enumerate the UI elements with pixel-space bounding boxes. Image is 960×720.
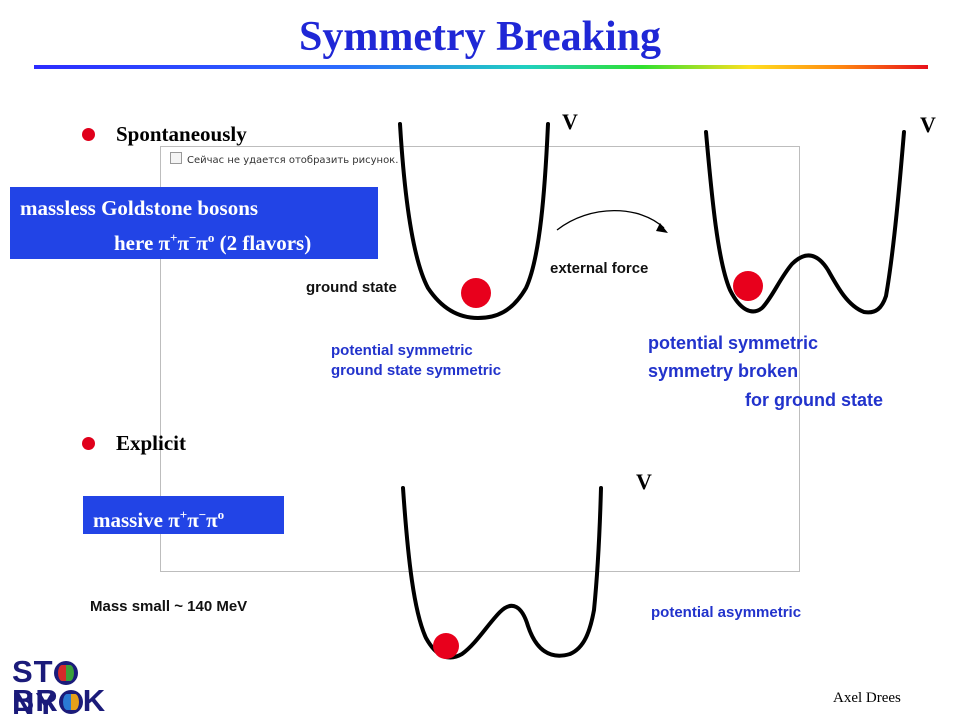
external-force-arrow — [556, 209, 665, 231]
pion-minus-charge: − — [198, 507, 207, 522]
broken-caption-line-1: potential symmetric — [648, 333, 819, 353]
pion-symbol: π — [168, 508, 180, 532]
external-force-arrowhead — [656, 223, 668, 233]
pion-neutral-charge: o — [207, 230, 215, 245]
bullet-spontaneous: Spontaneously — [116, 122, 247, 146]
broken-image-icon — [170, 152, 182, 164]
broken-caption-line-2: symmetry broken — [648, 361, 799, 381]
slide-title: Symmetry Breaking — [298, 14, 662, 60]
ball-symmetric-ground-state — [461, 278, 491, 308]
pion-minus-charge: − — [188, 230, 197, 245]
pion-symbol: π — [206, 508, 218, 532]
image-placeholder-frame — [160, 146, 800, 572]
pion-symbol: π — [177, 231, 189, 255]
image-placeholder-message: Сейчас не удается отобразить рисунок. — [170, 152, 398, 166]
massive-pions-text: massive π+π−πo — [93, 502, 224, 533]
symmetric-caption: potential symmetric ground state symmetr… — [331, 341, 501, 381]
title-rainbow-underline — [34, 65, 928, 69]
bullet-explicit: Explicit — [116, 431, 187, 455]
asymmetric-caption: potential asymmetric — [651, 604, 802, 621]
goldstone-line-1: massless Goldstone bosons — [20, 196, 259, 220]
asymmetric-potential-curve — [401, 486, 603, 660]
potential-axis-label: V — [636, 469, 652, 494]
goldstone-bosons-box: massless Goldstone bosons here π+π−πo (2… — [10, 187, 378, 259]
goldstone-line-2-suffix: (2 flavors) — [214, 231, 312, 255]
ground-state-label: ground state — [306, 279, 397, 296]
caption-line: potential symmetric — [331, 342, 473, 359]
pion-symbol: π — [158, 231, 171, 255]
pion-symbol: π — [196, 231, 208, 255]
image-placeholder-text: Сейчас не удается отобразить рисунок. — [187, 155, 399, 166]
ball-broken-ground-state — [733, 271, 763, 301]
symmetric-potential-curve — [398, 122, 550, 321]
goldstone-line-2-prefix: here — [114, 231, 159, 255]
mass-small-label: Mass small ~ 140 MeV — [90, 598, 248, 615]
logo-globe-icon — [58, 690, 83, 714]
goldstone-line-2: here π+π−πo (2 flavors) — [114, 225, 311, 256]
massive-prefix: massive — [93, 508, 169, 532]
external-force-label: external force — [550, 260, 649, 277]
ball-explicit-ground-state — [433, 633, 459, 659]
potential-axis-label: V — [562, 109, 578, 134]
caption-line: ground state symmetric — [331, 362, 502, 379]
pion-plus-charge: + — [170, 230, 178, 245]
pion-symbol: π — [187, 508, 199, 532]
bullet-dot-icon — [82, 437, 95, 450]
broken-caption-line-3: for ground state — [745, 390, 883, 410]
massive-pions-box: massive π+π−πo — [83, 496, 284, 534]
bullet-dot-icon — [82, 128, 95, 141]
potential-axis-label: V — [920, 112, 936, 137]
logo-globe-icon — [53, 661, 78, 685]
pion-neutral-charge: o — [217, 507, 225, 522]
pion-plus-charge: + — [179, 507, 188, 522]
author-name: Axel Drees — [833, 690, 901, 706]
broken-symmetry-potential-curve — [704, 130, 906, 315]
